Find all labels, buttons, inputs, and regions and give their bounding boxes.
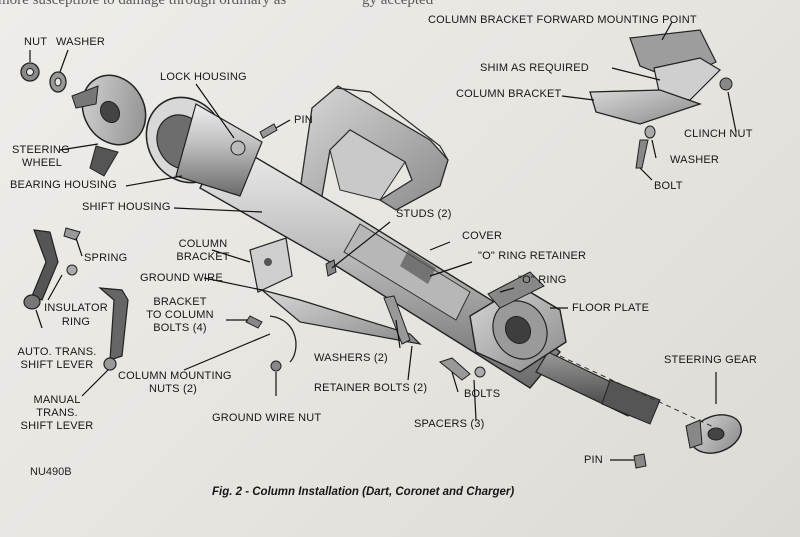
lock-housing: [145, 96, 263, 197]
label-auto-trans-2: SHIFT LEVER: [20, 359, 94, 371]
shift-levers: [23, 227, 129, 371]
label-retainer-bolts: RETAINER BOLTS (2): [314, 382, 428, 394]
label-manual-trans-3: SHIFT LEVER: [20, 420, 94, 432]
label-washer-top: WASHER: [56, 36, 106, 48]
axis-centerline: [559, 355, 721, 431]
label-o-ring-retainer: "O" RING RETAINER: [478, 250, 587, 262]
label-auto-trans-1: AUTO. TRANS.: [17, 346, 97, 358]
header-text-fragment-right: gy accepted: [362, 0, 434, 8]
label-column-bracket-left-1: COLUMN: [178, 238, 228, 250]
label-bolt-right: BOLT: [654, 180, 683, 192]
label-pin-top: PIN: [294, 114, 313, 126]
label-shift-housing: SHIFT HOUSING: [82, 201, 171, 213]
label-steering-wheel-1: STEERING: [12, 144, 70, 156]
label-shim: SHIM AS REQUIRED: [480, 62, 589, 74]
steering-column: [199, 139, 661, 425]
label-floor-plate: FLOOR PLATE: [572, 302, 650, 314]
forward-mounting-detail: [589, 29, 733, 169]
label-column-bracket-right: COLUMN BRACKET: [456, 88, 562, 100]
label-nut: NUT: [24, 36, 48, 48]
label-lock-housing: LOCK HOUSING: [160, 71, 247, 83]
label-bracket-bolts-1: BRACKET: [153, 296, 207, 308]
label-cover: COVER: [462, 230, 503, 242]
label-bracket-bolts-2: TO COLUMN: [146, 309, 214, 321]
label-ground-wire-nut: GROUND WIRE NUT: [212, 412, 322, 424]
label-bracket-bolts-3: BOLTS (4): [153, 322, 207, 334]
figure-id: NU490B: [30, 466, 72, 478]
label-steering-wheel-2: WHEEL: [22, 157, 63, 169]
label-column-bracket-fwd: COLUMN BRACKET FORWARD MOUNTING POINT: [428, 14, 697, 26]
label-column-mounting-nuts-2: NUTS (2): [148, 383, 198, 395]
label-insulator-ring-1: INSULATOR: [44, 302, 108, 314]
floor-plate: [469, 271, 567, 373]
upper-support-bracket: [299, 85, 449, 211]
header-text-fragment: more susceptible to damage through ordin…: [0, 0, 287, 8]
column-bracket-assembly: [245, 237, 422, 372]
label-insulator-ring-2: RING: [61, 316, 91, 328]
label-ground-wire: GROUND WIRE: [140, 272, 223, 284]
label-clinch-nut: CLINCH NUT: [684, 128, 753, 140]
figure-caption: Fig. 2 - Column Installation (Dart, Coro…: [212, 486, 515, 498]
label-bolts: BOLTS: [464, 388, 501, 400]
label-studs: STUDS (2): [396, 208, 452, 220]
label-washers: WASHERS (2): [314, 352, 388, 364]
label-steering-gear: STEERING GEAR: [664, 354, 758, 366]
steering-wheel-hub: [71, 74, 147, 177]
label-column-bracket-left-2: BRACKET: [176, 251, 230, 263]
pin-top-part: [259, 123, 278, 139]
nut-and-washer: [20, 62, 67, 93]
label-spring: SPRING: [84, 252, 128, 264]
label-manual-trans-2: TRANS.: [36, 407, 78, 419]
label-spacers: SPACERS (3): [414, 418, 485, 430]
label-pin-bottom: PIN: [584, 454, 603, 466]
fasteners: [383, 295, 486, 381]
label-column-mounting-nuts-1: COLUMN MOUNTING: [118, 370, 232, 382]
leader-lines: [29, 21, 737, 461]
label-manual-trans-1: MANUAL: [33, 394, 81, 406]
label-bearing-housing: BEARING HOUSING: [10, 179, 117, 191]
label-o-ring: "O" RING: [518, 274, 567, 286]
label-washer-right: WASHER: [670, 154, 720, 166]
